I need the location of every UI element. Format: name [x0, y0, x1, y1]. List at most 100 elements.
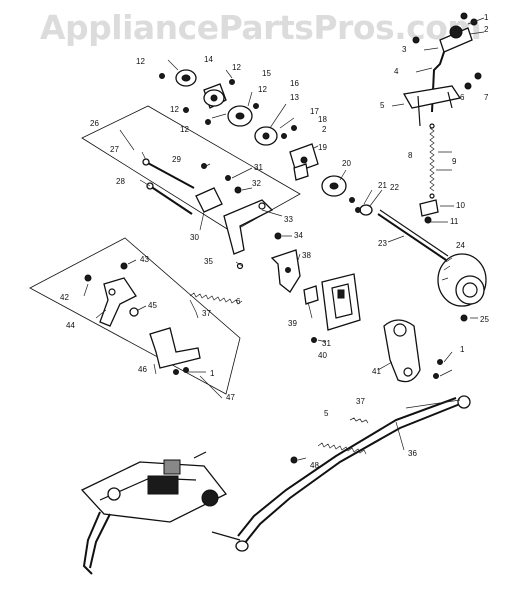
callout-label: 39 — [288, 319, 297, 328]
callout-label: 35 — [204, 257, 213, 266]
callout-label: 40 — [318, 351, 327, 360]
spring-rod — [317, 417, 369, 455]
callout-label: 6 — [460, 93, 465, 102]
subassembly-26-frame — [81, 105, 301, 233]
callout-label: 31 — [254, 163, 263, 172]
callout-label: 30 — [190, 233, 199, 242]
callout-label: 20 — [342, 159, 351, 168]
callout-label: 36 — [408, 449, 417, 458]
callout-label: 33 — [284, 215, 293, 224]
spring-8 — [429, 123, 435, 199]
screw-42 — [84, 274, 92, 282]
callout-label: 45 — [148, 301, 157, 310]
screw-32 — [234, 186, 242, 194]
screw-48 — [290, 456, 298, 464]
cam-14 — [175, 69, 197, 87]
spring-35 — [189, 262, 244, 305]
callout-label: 32 — [252, 179, 261, 188]
clamp-19 — [289, 143, 319, 181]
shaft-28 — [146, 182, 193, 215]
callout-label: 12 — [258, 85, 267, 94]
housing-40 — [321, 273, 361, 331]
callout-label: 12 — [170, 105, 179, 114]
callout-label: 5 — [380, 101, 385, 110]
callout-label: 26 — [90, 119, 99, 128]
callout-label: 6 — [236, 297, 241, 306]
callout-label: 2 — [322, 125, 327, 134]
top-linkage-assembly — [402, 12, 482, 127]
screw-31b — [311, 337, 317, 343]
callout-label: 16 — [290, 79, 299, 88]
assembled-mechanism — [80, 451, 228, 575]
callout-label: 28 — [116, 177, 125, 186]
screw-29 — [201, 163, 207, 169]
cam-16 — [227, 105, 253, 127]
callout-label: 46 — [138, 365, 147, 374]
callout-label: 9 — [452, 157, 457, 166]
callout-label: 31 — [322, 339, 331, 348]
callout-label: 17 — [310, 107, 319, 116]
callout-label: 2 — [484, 25, 489, 34]
washers-21-22 — [349, 197, 373, 216]
bracket-41 — [383, 319, 421, 383]
callout-label: 12 — [180, 125, 189, 134]
callout-label: 37 — [202, 309, 211, 318]
screw-25 — [460, 314, 468, 322]
callout-label: 18 — [318, 115, 327, 124]
callout-label: 15 — [262, 69, 271, 78]
callout-label: 37 — [356, 397, 365, 406]
callout-label: 7 — [484, 93, 489, 102]
callout-label: 34 — [294, 231, 303, 240]
shaft-23 — [377, 213, 447, 261]
screw-34 — [274, 232, 282, 240]
callout-label: 5 — [324, 409, 329, 418]
callout-label: 25 — [480, 315, 489, 324]
callout-label: 42 — [60, 293, 69, 302]
callout-label: 14 — [204, 55, 213, 64]
callout-label: 8 — [408, 151, 413, 160]
screws-12 — [159, 73, 297, 139]
callout-label: 29 — [172, 155, 181, 164]
callout-label: 3 — [402, 45, 407, 54]
lever-33 — [223, 199, 274, 255]
callout-label: 24 — [456, 241, 465, 250]
callout-label: 19 — [318, 143, 327, 152]
watermark-logo: AppliancePartsPros.com — [40, 8, 482, 47]
callout-label: 1 — [484, 13, 489, 22]
callout-label: 11 — [450, 217, 459, 226]
bushing-20 — [321, 175, 347, 197]
callout-label: 4 — [394, 67, 399, 76]
callout-label: 1 — [460, 345, 465, 354]
callout-label: 1 — [210, 369, 215, 378]
bracket-38 — [270, 249, 301, 293]
lever-44 — [99, 277, 137, 327]
callout-label: 44 — [66, 321, 75, 330]
rod-36 — [211, 395, 471, 552]
shaft-27 — [142, 158, 195, 189]
bracket-10 — [419, 199, 439, 224]
callout-label: 10 — [456, 201, 465, 210]
callout-label: 22 — [390, 183, 399, 192]
sleeve-30 — [195, 187, 223, 213]
callout-label: 13 — [290, 93, 299, 102]
screw-43 — [120, 262, 128, 270]
callout-label: 47 — [226, 393, 235, 402]
callout-label: 43 — [140, 255, 149, 264]
callout-label: 48 — [310, 461, 319, 470]
callout-label: 12 — [232, 63, 241, 72]
clip-39 — [303, 285, 319, 305]
callout-label: 41 — [372, 367, 381, 376]
cam-15 — [203, 83, 227, 109]
bracket-46 — [149, 327, 201, 369]
screw-31 — [225, 175, 231, 181]
knob-24 — [437, 253, 487, 307]
callout-label: 21 — [378, 181, 387, 190]
callout-label: 38 — [302, 251, 311, 260]
washer-45 — [129, 307, 139, 317]
cam-17 — [254, 126, 278, 146]
callout-label: 23 — [378, 239, 387, 248]
link-37a — [189, 299, 197, 313]
callout-labels: 1 2 3 4 5 6 7 8 9 10 11 12 12 12 12 12 1… — [60, 13, 489, 470]
callout-label: 27 — [110, 145, 119, 154]
